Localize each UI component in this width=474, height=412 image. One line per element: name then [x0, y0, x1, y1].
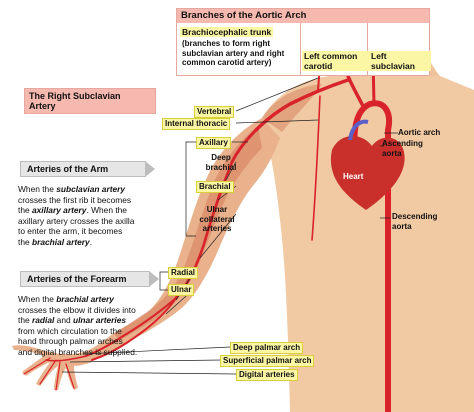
arm-text-line: to enter the arm, it becomes: [18, 226, 123, 237]
arm-text-line: the axillary artery. When the: [18, 205, 127, 216]
ascending-aorta-line: aorta: [382, 148, 402, 158]
left-subclavian-line: subclavian: [371, 61, 415, 71]
superficial-palmar-arch-label: Superficial palmar arch: [220, 355, 315, 367]
arm-text-line: crosses the first rib it becomes: [18, 194, 132, 205]
hand: [12, 345, 92, 390]
ulnar-collateral-line: collateral: [199, 214, 235, 224]
internal-thoracic-artery: [311, 95, 321, 241]
arm-section-title: Arteries of the Arm: [27, 164, 109, 174]
arm-section-text: When the subclavian artery crosses the f…: [18, 184, 188, 248]
forearm-text-line: crosses the elbow it divides into: [18, 304, 136, 315]
brachiocephalic-artery: [346, 74, 366, 110]
axillary-label: Axillary: [196, 137, 231, 149]
deep-brachial-artery: [207, 167, 231, 231]
ulnar-artery: [91, 297, 177, 361]
brachiocephalic-description: (branches to form right subclavian arter…: [182, 39, 300, 68]
leader-deep-brachial: [225, 161, 237, 181]
palmar-arch-artery: [45, 355, 87, 362]
leader-digital: [61, 371, 237, 375]
leader-lines: [61, 77, 398, 375]
leader-superficial-palmar: [69, 359, 223, 363]
descending-aorta-line: Descending: [392, 212, 438, 221]
digital-artery-2: [55, 361, 61, 391]
heart-label: Heart: [343, 172, 364, 181]
vertebral-label: Vertebral: [194, 106, 235, 118]
descending-aorta-line: aorta: [392, 221, 412, 231]
forearm-section-title: Arteries of the Forearm: [27, 274, 127, 284]
ascending-aorta-label: Ascending aorta: [382, 139, 423, 158]
ascending-aorta-line: Ascending: [382, 139, 423, 148]
table-divider: [367, 23, 368, 75]
ulnar-collateral-line: arteries: [202, 224, 232, 233]
descending-aorta-label: Descending aorta: [392, 212, 437, 231]
deep-palmar-arch-label: Deep palmar arch: [230, 342, 304, 354]
right-subclavian-line: Artery: [29, 101, 56, 111]
brachiocephalic-trunk-label: Brachiocephalic trunk: [180, 27, 274, 37]
ulnar-collateral-line: Ulnar: [206, 205, 228, 214]
forearm-text-line: hand through palmar arches: [18, 336, 123, 347]
digital-artery-4: [23, 357, 51, 375]
leader-ulnar-collateral: [199, 213, 237, 259]
deep-brachial-label: Deep brachial: [204, 153, 238, 172]
forearm-text-line: the radial and ulnar arteries: [18, 315, 127, 326]
brachio-desc-line: subclavian artery and right: [182, 48, 285, 58]
forearm-text-line: and digital branches is supplied.: [18, 346, 138, 357]
digital-arteries-label: Digital arteries: [236, 369, 298, 381]
deep-brachial-line: brachial: [205, 162, 237, 172]
left-subclavian-label: Left subclavian: [369, 51, 431, 71]
aortic-arch-label: Aortic arch: [398, 128, 441, 137]
leader-internal-thoracic: [235, 119, 319, 124]
branches-title: Branches of the Aortic Arch: [177, 9, 429, 23]
leader-forearm-bracket: [159, 271, 168, 291]
forearm-section-header: Arteries of the Forearm: [20, 271, 159, 287]
right-subclavian-line: The Right Subclavian: [29, 91, 121, 101]
deep-brachial-line: Deep: [211, 153, 231, 162]
radial-artery: [85, 297, 177, 357]
right-subclavian-header: The Right Subclavian Artery: [24, 88, 156, 114]
ulnar-label: Ulnar: [168, 284, 195, 296]
forearm-text-line: When the brachial artery: [18, 294, 114, 304]
digital-artery-1: [39, 359, 57, 385]
left-common-carotid-label: Left common carotid: [302, 51, 370, 71]
radial-label: Radial: [168, 267, 199, 279]
left-common-line: Left common: [304, 51, 358, 61]
arm-text-line: the brachial artery.: [18, 236, 93, 247]
forearm-text-line: from which circulation to the: [18, 325, 122, 336]
torso-skin: [262, 76, 474, 412]
leader-deep-palmar: [83, 346, 231, 355]
arm-text-line: axillary artery crosses the axilla: [18, 215, 135, 226]
heart-shape: [330, 135, 405, 210]
axillary-artery: [230, 128, 258, 164]
brachial-label: Brachial: [196, 181, 234, 193]
forearm-section-text: When the brachial artery crosses the elb…: [18, 294, 188, 358]
internal-thoracic-label: Internal thoracic: [162, 118, 231, 130]
arm-text-line: When the subclavian artery: [18, 184, 126, 194]
brachio-desc-line: common carotid artery): [182, 58, 272, 67]
left-common-line: carotid: [304, 61, 333, 71]
leader-vertebral: [235, 77, 319, 112]
left-subclavian-line: Left: [371, 51, 387, 61]
brachio-desc-line: (branches to form right: [182, 39, 271, 48]
arm-section-header: Arteries of the Arm: [20, 161, 155, 177]
digital-artery-3: [65, 363, 75, 389]
table-divider: [300, 23, 301, 75]
ulnar-collateral-label: Ulnar collateral arteries: [196, 205, 238, 234]
heart-vessel: [348, 119, 369, 141]
leader-arm-bracket: [185, 141, 196, 237]
